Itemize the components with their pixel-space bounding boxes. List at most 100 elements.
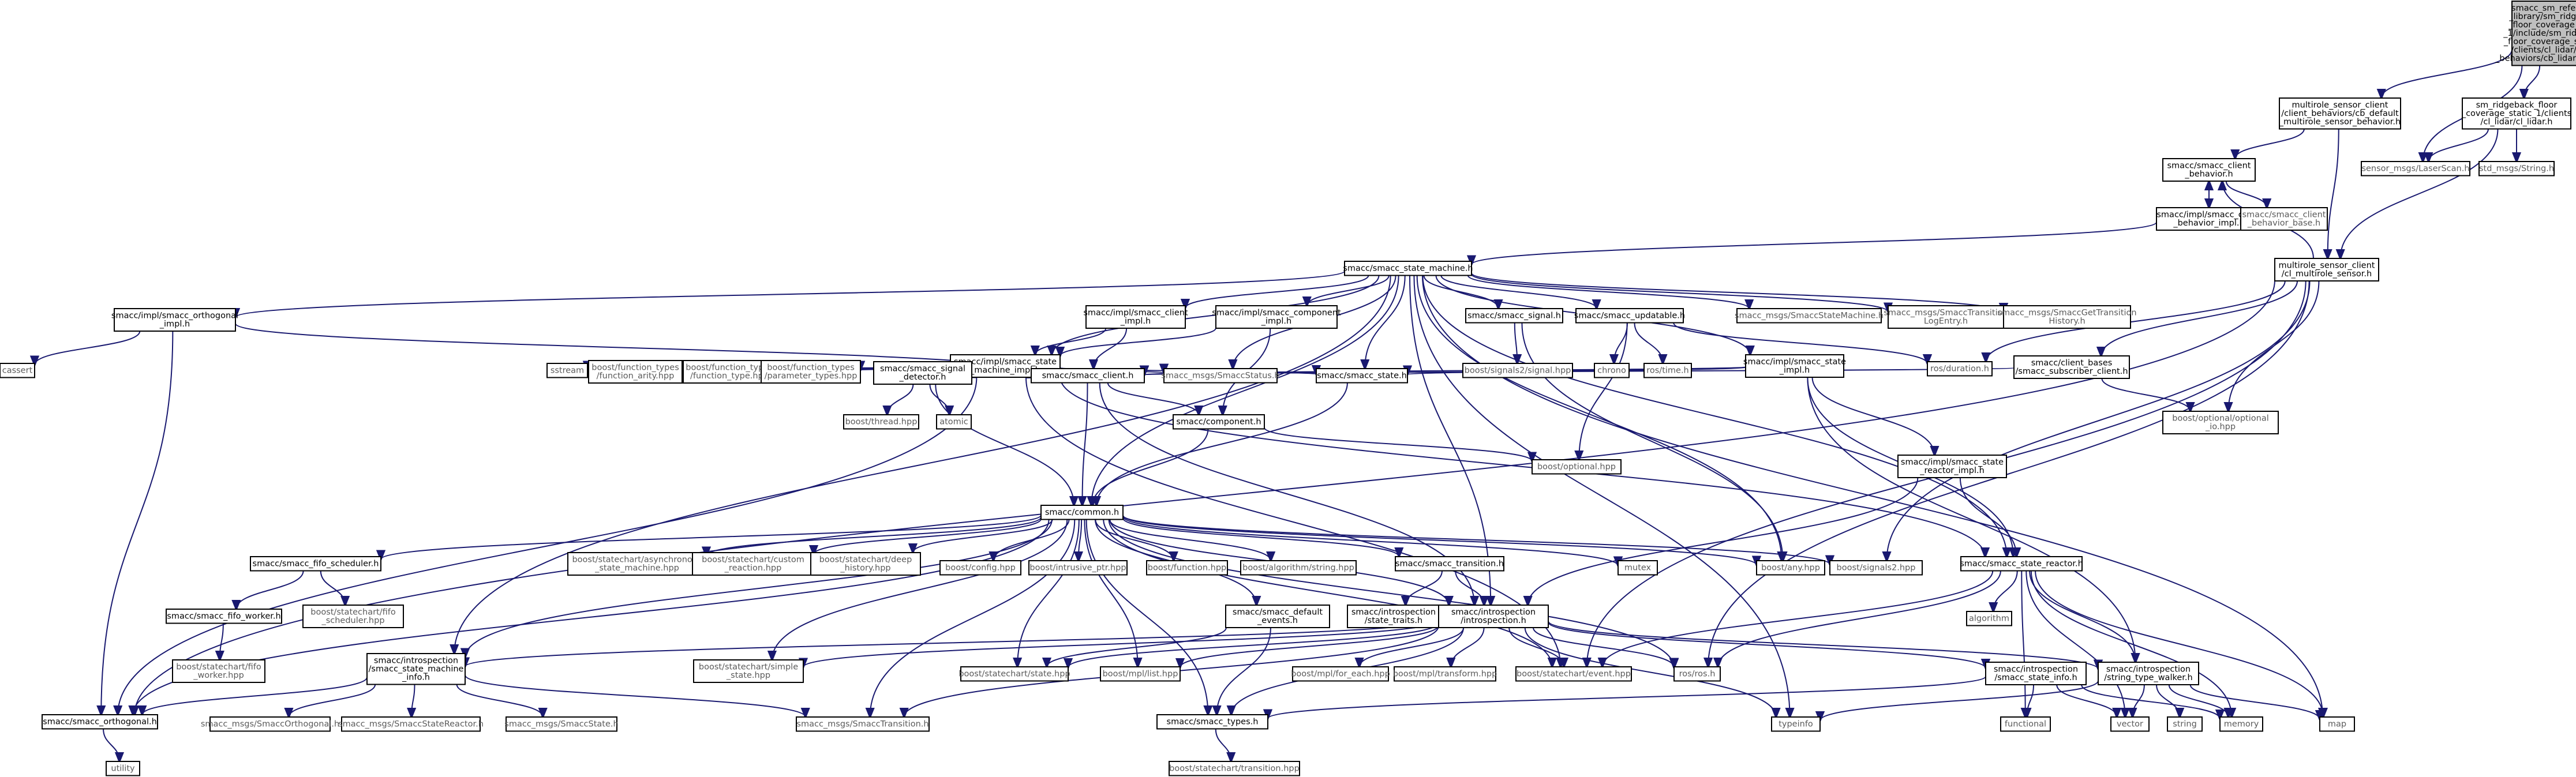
node-label: LogEntry.h: [1924, 317, 1968, 326]
node-orthogonal-h[interactable]: smacc/smacc_orthogonal.h: [42, 714, 158, 730]
node-sc-fifo-worker: boost/statechart/fifo_worker.hpp: [172, 659, 265, 683]
node-fifo-worker[interactable]: smacc/smacc_fifo_worker.h: [166, 609, 282, 624]
edge-cb-default-multirole-to-cl-multirole: [2328, 129, 2339, 259]
node-box[interactable]: [250, 556, 381, 572]
node-box[interactable]: [2162, 158, 2256, 182]
node-subscriber-client[interactable]: smacc/client_bases/smacc_subscriber_clie…: [2013, 355, 2130, 379]
node-box: [209, 716, 331, 732]
edge-introspection-to-string-type-walker: [1548, 621, 2098, 669]
node-client-h[interactable]: smacc/smacc_client.h: [1031, 368, 1145, 384]
edge-client-impl-to-client-h: [1094, 328, 1128, 369]
node-box[interactable]: [1985, 662, 2087, 685]
node-box[interactable]: [1575, 308, 1684, 324]
node-signal-h[interactable]: smacc/smacc_signal.h: [1465, 308, 1563, 324]
node-mutex: mutex: [1618, 560, 1658, 576]
node-box[interactable]: [1156, 714, 1268, 730]
node-box[interactable]: [2013, 355, 2130, 379]
node-label: smacc/impl/smacc_client: [2156, 211, 2262, 220]
node-box[interactable]: [2462, 97, 2571, 130]
node-label: /parameter_types.hpp: [765, 371, 858, 381]
node-label: boost/any.hpp: [1761, 564, 1820, 573]
node-box[interactable]: [1897, 455, 2007, 478]
node-box[interactable]: [1225, 605, 1330, 628]
node-cl-lidar[interactable]: sm_ridgeback_floor_coverage_static_1/cli…: [2461, 97, 2571, 130]
node-box[interactable]: [2274, 258, 2379, 281]
node-string-type-walker[interactable]: smacc/introspection/string_type_walker.h: [2098, 662, 2199, 685]
node-box[interactable]: [1438, 605, 1549, 628]
node-introspection[interactable]: smacc/introspection/introspection.h: [1438, 605, 1549, 628]
node-state-machine[interactable]: smacc/smacc_state_machine.h: [1343, 261, 1473, 276]
node-box[interactable]: [2511, 1, 2576, 66]
edge-state-reactor-to-sc-event: [1602, 570, 1994, 667]
node-label: smacc/smacc_signal: [880, 365, 965, 374]
node-box[interactable]: [42, 714, 158, 730]
node-state-h[interactable]: smacc/smacc_state.h: [1316, 368, 1408, 384]
node-box[interactable]: [2098, 662, 2199, 685]
node-label: boost/thread.hpp: [845, 418, 918, 427]
node-box: [1618, 560, 1658, 576]
node-component-h[interactable]: smacc/component.h: [1173, 414, 1265, 430]
node-box[interactable]: [873, 361, 972, 385]
node-label: _detector.h: [899, 373, 946, 382]
edge-common-to-boost-any: [1122, 515, 1757, 565]
node-box[interactable]: [1085, 305, 1186, 329]
node-fifo-scheduler[interactable]: smacc/smacc_fifo_scheduler.h: [250, 556, 381, 572]
node-updatable[interactable]: smacc/smacc_updatable.h: [1574, 308, 1685, 324]
node-box[interactable]: [1173, 414, 1265, 430]
node-default-events[interactable]: smacc/smacc_default_events.h: [1225, 605, 1330, 628]
node-box[interactable]: [1395, 556, 1504, 572]
node-state-reactor[interactable]: smacc/smacc_state_reactor.h: [1960, 556, 2083, 572]
node-label: sm_ridgeback_floor: [2476, 101, 2558, 110]
node-box[interactable]: [1031, 368, 1145, 384]
node-box[interactable]: [114, 308, 236, 332]
node-box[interactable]: [1347, 605, 1440, 628]
node-state-info[interactable]: smacc/introspection/smacc_state_info.h: [1985, 662, 2087, 685]
node-state-traits[interactable]: smacc/introspection/state_traits.h: [1347, 605, 1440, 628]
node-box[interactable]: [366, 653, 466, 685]
node-root[interactable]: smacc_sm_reference_library/sm_ridgeback_…: [2495, 1, 2576, 66]
node-types-h[interactable]: smacc/smacc_types.h: [1156, 714, 1268, 730]
node-ft-arity: boost/function_types/function_arity.hpp: [588, 360, 683, 384]
node-label: boost/statechart/deep: [819, 555, 912, 565]
edge-updatable-to-ros-time: [1634, 322, 1663, 364]
node-box[interactable]: [1040, 505, 1124, 520]
node-map: map: [2319, 716, 2355, 732]
node-box[interactable]: [1215, 305, 1338, 329]
node-label: _worker.hpp: [193, 671, 244, 680]
node-label: boost/statechart/fifo: [176, 663, 261, 672]
edge-introspection-to-sc-state: [1068, 622, 1439, 667]
node-label: /client_behaviors/cb_default: [2281, 109, 2399, 118]
edge-state-machine-to-msg-transition-log: [1471, 273, 1888, 311]
node-box[interactable]: [1745, 354, 1844, 378]
node-client-impl[interactable]: smacc/impl/smacc_client_impl.h: [1083, 305, 1188, 329]
node-box[interactable]: [2279, 97, 2401, 130]
edge-introspection-to-typeinfo: [1524, 627, 1776, 717]
node-label: _state.hpp: [726, 671, 770, 680]
node-state-impl[interactable]: smacc/impl/smacc_state_impl.h: [1743, 354, 1846, 378]
node-box[interactable]: [1316, 368, 1408, 384]
node-sm-info[interactable]: smacc/introspection/smacc_state_machine_…: [366, 653, 466, 685]
node-boost-function: boost/function.hpp: [1146, 560, 1228, 576]
node-client-behavior[interactable]: smacc/smacc_client_behavior.h: [2162, 158, 2256, 182]
node-string: string: [2167, 716, 2203, 732]
node-transition-h[interactable]: smacc/smacc_transition.h: [1395, 556, 1504, 572]
node-cl-multirole[interactable]: multirole_sensor_client/cl_multirole_sen…: [2274, 258, 2379, 281]
node-box[interactable]: [1344, 261, 1472, 276]
node-signal-detector[interactable]: smacc/smacc_signal_detector.h: [873, 361, 972, 385]
node-state-reactor-impl[interactable]: smacc/impl/smacc_state_reactor_impl.h: [1897, 455, 2007, 478]
node-box[interactable]: [1960, 556, 2083, 572]
edge-common-to-deep-history: [913, 519, 1053, 553]
node-box[interactable]: [166, 609, 282, 624]
node-box: [172, 659, 265, 683]
node-boost-optional: boost/optional.hpp: [1532, 459, 1622, 475]
node-common[interactable]: smacc/common.h: [1040, 505, 1124, 520]
edge-state-machine-to-msg-get-transition: [1471, 272, 2004, 312]
node-box: [761, 360, 861, 384]
node-label: smacc/introspection: [1994, 665, 2078, 674]
node-box: [2361, 161, 2470, 177]
node-component-impl[interactable]: smacc/impl/smacc_component_impl.h: [1212, 305, 1341, 329]
node-orthogonal-impl[interactable]: smacc/impl/smacc_orthogonal_impl.h: [111, 308, 238, 332]
node-typeinfo: typeinfo: [1771, 716, 1821, 732]
node-box[interactable]: [1465, 308, 1563, 324]
node-cb-default-multirole[interactable]: multirole_sensor_client/client_behaviors…: [2279, 97, 2401, 130]
